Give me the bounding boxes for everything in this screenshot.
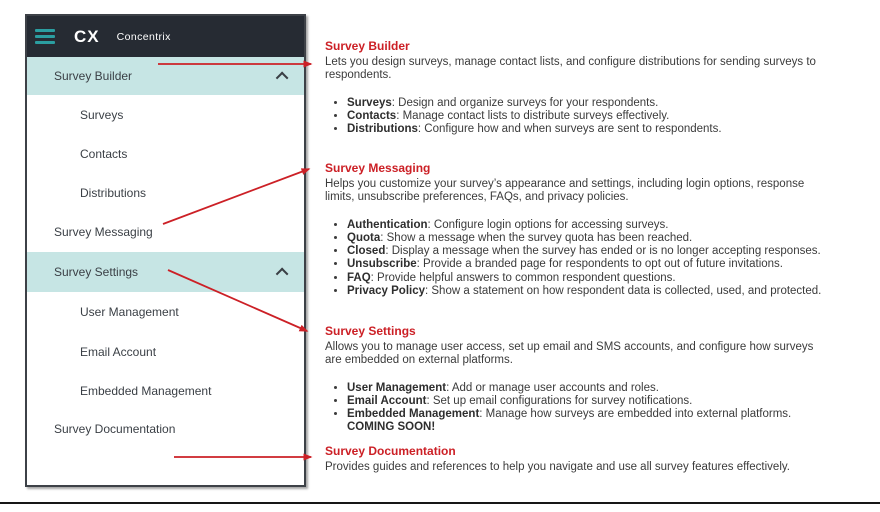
sidebar-item-label: Survey Builder: [54, 69, 133, 83]
annotation-body: Helps you customize your survey’s appear…: [325, 178, 805, 204]
sidebar-item-label: Contacts: [80, 146, 128, 161]
bullet-distributions: Distributions: Configure how and when su…: [347, 123, 873, 136]
annotation-body: Allows you to manage user access, set up…: [325, 341, 814, 367]
sidebar-item-distributions[interactable]: Distributions: [27, 173, 304, 212]
bullet-faq: FAQ: Provide helpful answers to common r…: [347, 272, 873, 285]
sidebar-item-label: Survey Messaging: [54, 225, 153, 239]
sidebar: CX Concentrix Survey Builder Surveys Con…: [25, 14, 306, 487]
coming-soon-note: COMING SOON!: [347, 421, 436, 434]
bullet-embedded-management: Embedded Management: Manage how surveys …: [347, 408, 873, 434]
bottom-divider: [0, 502, 880, 504]
sidebar-item-label: Survey Settings: [54, 265, 139, 279]
annotation-title: Survey Documentation: [325, 444, 456, 458]
sidebar-item-label: Embedded Management: [80, 383, 212, 398]
sidebar-item-label: Survey Documentation: [54, 422, 176, 436]
cx-logo: CX: [74, 26, 100, 46]
annotation-survey-messaging: Survey Messaging Helps you customize you…: [325, 162, 873, 298]
sidebar-item-survey-builder[interactable]: Survey Builder: [27, 57, 304, 95]
bullet-privacy-policy: Privacy Policy: Show a statement on how …: [347, 285, 873, 298]
annotation-body: Provides guides and references to help y…: [325, 461, 790, 473]
sidebar-item-label: Distributions: [80, 185, 147, 200]
sidebar-item-label: Email Account: [80, 344, 157, 359]
sidebar-item-surveys[interactable]: Surveys: [27, 95, 304, 134]
sidebar-header: CX Concentrix: [27, 16, 304, 57]
annotation-bullet-list: User Management: Add or manage user acco…: [325, 382, 873, 435]
brand-name: Concentrix: [116, 30, 171, 43]
annotation-title: Survey Builder: [325, 39, 410, 53]
sidebar-item-email-account[interactable]: Email Account: [27, 332, 304, 371]
menu-icon[interactable]: [35, 29, 55, 44]
sidebar-item-survey-messaging[interactable]: Survey Messaging: [27, 212, 304, 252]
annotation-survey-builder: Survey Builder Lets you design surveys, …: [325, 40, 873, 136]
sidebar-item-survey-documentation[interactable]: Survey Documentation: [27, 410, 304, 448]
bullet-user-management: User Management: Add or manage user acco…: [347, 382, 873, 395]
bullet-contacts: Contacts: Manage contact lists to distri…: [347, 110, 873, 123]
chevron-up-icon: [275, 267, 289, 280]
sidebar-item-user-management[interactable]: User Management: [27, 292, 304, 332]
sidebar-item-survey-settings[interactable]: Survey Settings: [27, 252, 304, 292]
sidebar-item-label: Surveys: [80, 107, 124, 122]
bullet-unsubscribe: Unsubscribe: Provide a branded page for …: [347, 258, 873, 271]
bullet-surveys: Surveys: Design and organize surveys for…: [347, 97, 873, 110]
sidebar-item-label: User Management: [80, 305, 179, 319]
annotation-body: Lets you design surveys, manage contact …: [325, 56, 816, 82]
bullet-quota: Quota: Show a message when the survey qu…: [347, 232, 873, 245]
bullet-email-account: Email Account: Set up email configuratio…: [347, 395, 873, 408]
annotation-title: Survey Settings: [325, 324, 416, 338]
sidebar-item-embedded-management[interactable]: Embedded Management: [27, 371, 304, 410]
annotation-bullet-list: Authentication: Configure login options …: [325, 219, 873, 298]
annotation-survey-settings: Survey Settings Allows you to manage use…: [325, 325, 873, 435]
sidebar-item-contacts[interactable]: Contacts: [27, 134, 304, 173]
annotation-title: Survey Messaging: [325, 161, 431, 175]
bullet-authentication: Authentication: Configure login options …: [347, 219, 873, 232]
annotation-survey-documentation: Survey Documentation Provides guides and…: [325, 445, 873, 474]
chevron-up-icon: [275, 71, 289, 84]
bullet-closed: Closed: Display a message when the surve…: [347, 245, 873, 258]
annotation-bullet-list: Surveys: Design and organize surveys for…: [325, 97, 873, 137]
